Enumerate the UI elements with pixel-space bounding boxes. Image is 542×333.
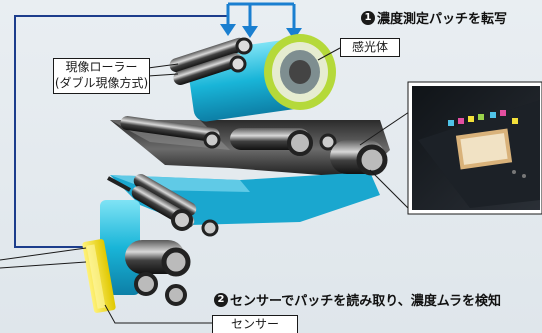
sensor-label: センサー — [212, 315, 298, 333]
developing-rollers-upper — [169, 37, 253, 85]
transfer-arrows — [220, 2, 302, 40]
feedback-line — [14, 15, 228, 248]
sensor-unit — [82, 239, 116, 313]
photoconductor-drum — [187, 34, 336, 122]
developing-unit-lower — [100, 174, 219, 306]
photoconductor-label: 感光体 — [340, 38, 400, 57]
developing-roller-label-line1: 現像ローラー — [65, 60, 138, 74]
developing-roller-label-line2: (ダブル現像方式) — [54, 76, 149, 90]
belt-rollers — [120, 116, 388, 176]
step-1-text: 濃度測定パッチを転写 — [377, 12, 508, 27]
printer-photo-inset — [407, 81, 542, 215]
step-2-text: センサーでパッチを読み取り、濃度ムラを検知 — [230, 294, 502, 309]
leader-lines — [0, 47, 413, 324]
step-2-number: 2 — [214, 292, 228, 307]
developing-roller-label: 現像ローラー (ダブル現像方式) — [53, 58, 150, 94]
step-2-caption: 2 センサーでパッチを読み取り、濃度ムラを検知 — [214, 290, 501, 309]
step-1-caption: 1 濃度測定パッチを転写 — [361, 8, 507, 27]
step-1-number: 1 — [361, 10, 375, 25]
